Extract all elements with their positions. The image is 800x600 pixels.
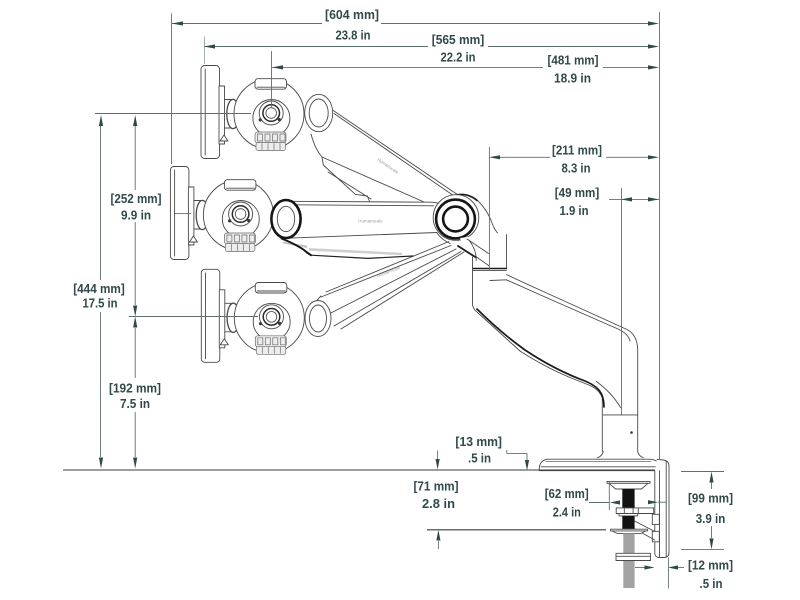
svg-text:17.5 in: 17.5 in [83, 295, 118, 310]
svg-text:23.8 in: 23.8 in [336, 27, 371, 42]
svg-text:8.3 in: 8.3 in [562, 161, 591, 176]
svg-text:[49 mm]: [49 mm] [555, 185, 600, 200]
svg-text:3.9 in: 3.9 in [696, 511, 726, 526]
svg-text:Humanscale: Humanscale [358, 219, 383, 224]
svg-text:[192 mm]: [192 mm] [109, 381, 161, 396]
svg-text:[71 mm]: [71 mm] [414, 478, 459, 493]
svg-text:[604 mm]: [604 mm] [325, 7, 379, 22]
svg-text:9.9 in: 9.9 in [121, 207, 151, 222]
svg-text:[565 mm]: [565 mm] [432, 32, 485, 47]
svg-text:[252 mm]: [252 mm] [111, 191, 162, 206]
svg-text:[211 mm]: [211 mm] [552, 143, 602, 158]
svg-text:7.5 in: 7.5 in [120, 396, 150, 411]
svg-text:22.2 in: 22.2 in [441, 49, 476, 64]
svg-text:2.4 in: 2.4 in [553, 504, 581, 519]
svg-text:[444 mm]: [444 mm] [73, 281, 125, 296]
svg-text:[62 mm]: [62 mm] [545, 486, 589, 501]
svg-text:[481 mm]: [481 mm] [548, 52, 599, 67]
svg-text:.5 in: .5 in [468, 451, 491, 466]
svg-text:2.8 in: 2.8 in [422, 496, 455, 511]
svg-text:18.9 in: 18.9 in [554, 70, 591, 85]
svg-text:1.9 in: 1.9 in [560, 203, 589, 218]
svg-text:.5 in: .5 in [700, 576, 723, 591]
svg-text:[13 mm]: [13 mm] [455, 434, 502, 449]
svg-text:[99 mm]: [99 mm] [688, 490, 733, 505]
svg-text:[12 mm]: [12 mm] [688, 558, 733, 573]
